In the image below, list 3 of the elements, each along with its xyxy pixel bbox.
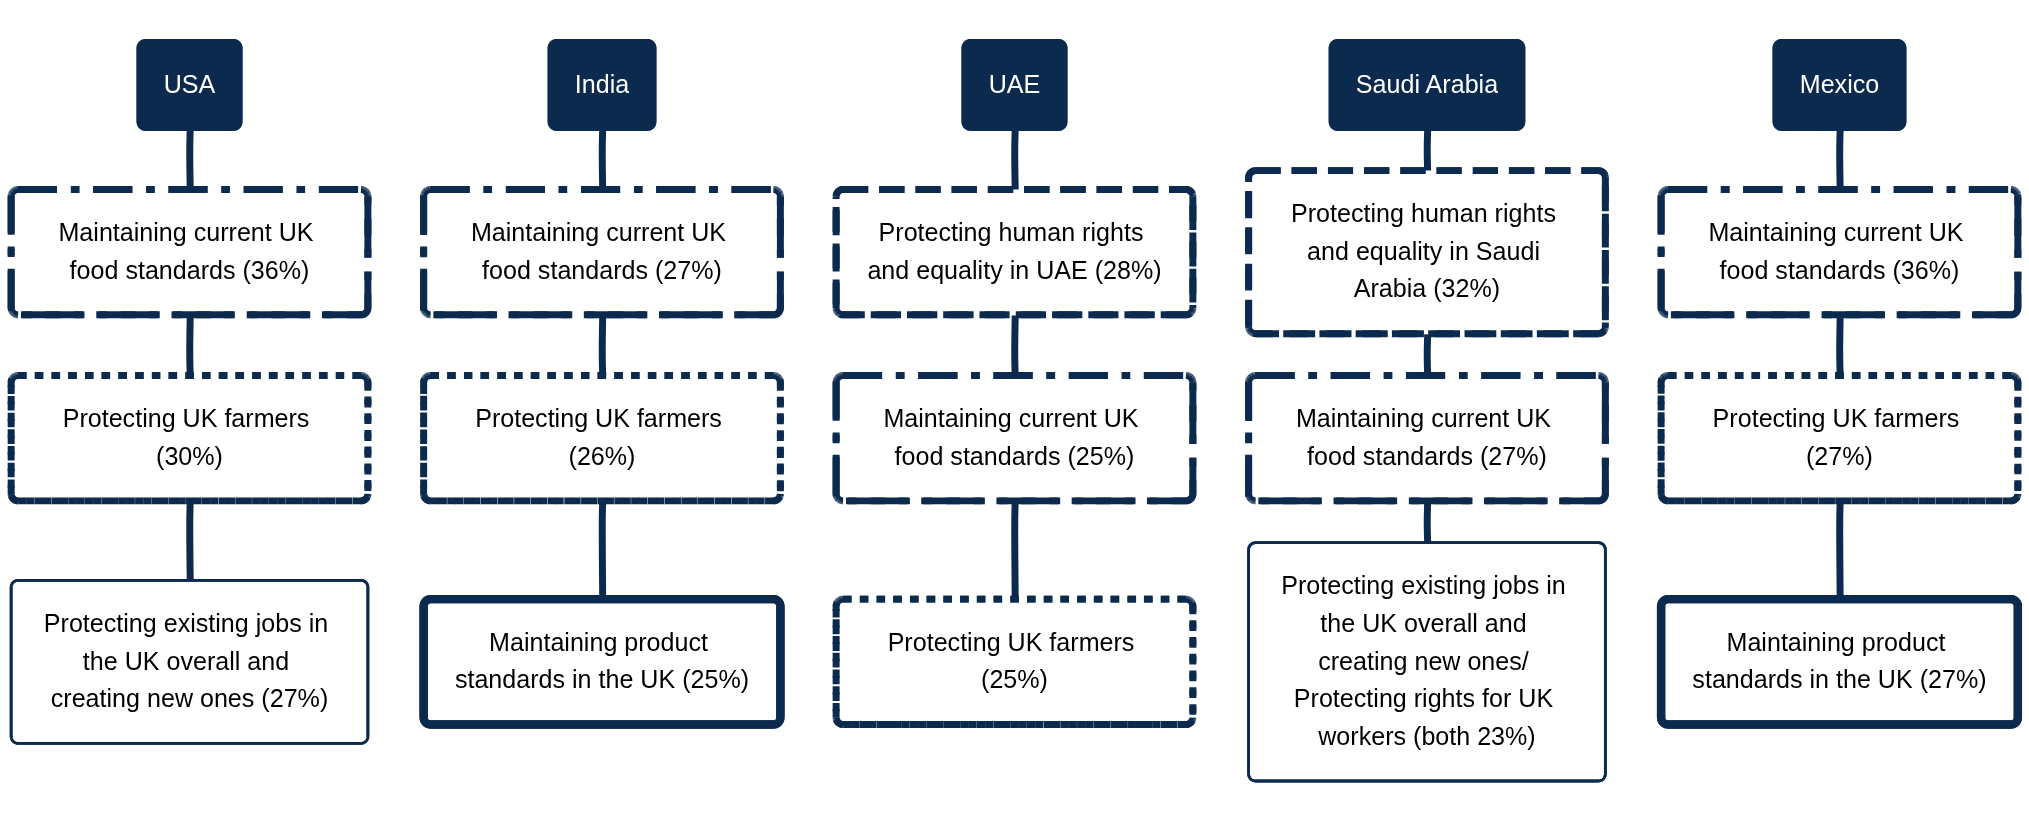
- connector: [1423, 501, 1432, 544]
- connector: [1011, 129, 1019, 191]
- connector: [186, 501, 194, 582]
